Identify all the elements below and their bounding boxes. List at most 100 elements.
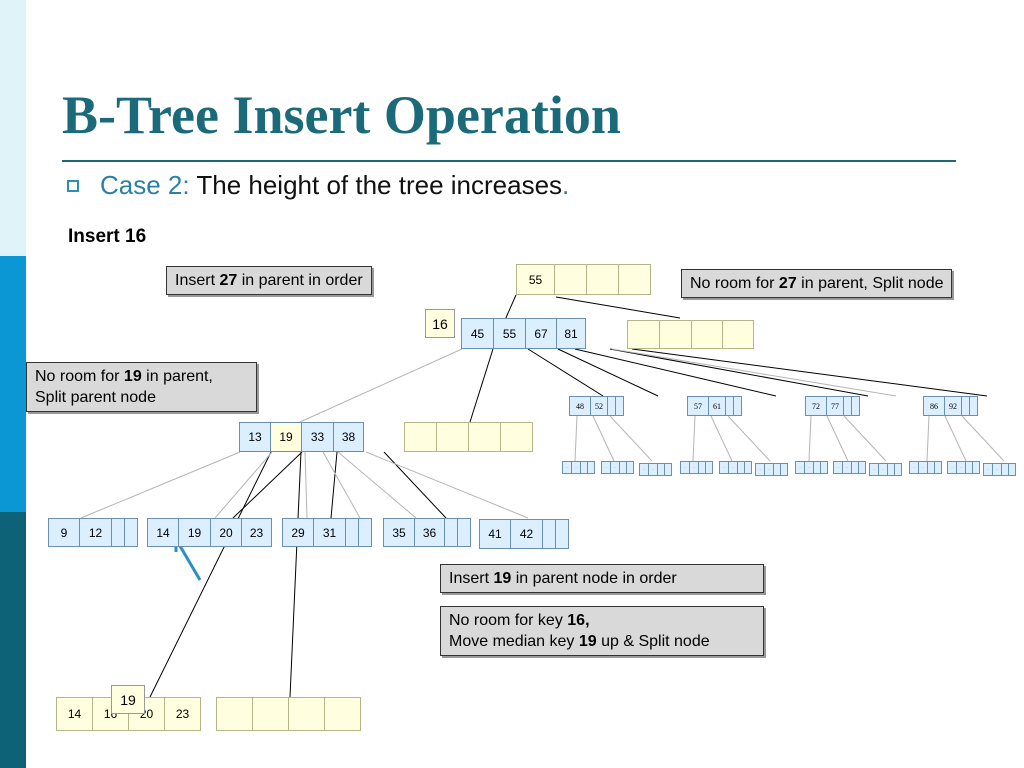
bottom-right-node: [216, 697, 361, 731]
callout-no-room-27: No room for 27 in parent, Split node: [681, 269, 953, 298]
key-cell: [722, 320, 754, 349]
key-cell: 48: [569, 396, 591, 416]
leaf-node: 35 36: [383, 518, 471, 547]
key-cell: [664, 463, 672, 476]
key-cell: [404, 422, 437, 452]
key-cell: 57: [687, 396, 709, 416]
tiny-leaf: ··: [755, 463, 788, 476]
callout-insert-27: Insert 27 in parent in order: [166, 266, 372, 295]
key-cell: [358, 518, 372, 547]
tiny-leaf: ··: [601, 461, 634, 474]
leaf-node: 29 31: [282, 518, 372, 547]
callout-key: 19: [578, 633, 597, 650]
key-cell: [111, 518, 125, 547]
key-cell: 52: [590, 396, 608, 416]
split-internal-node: [627, 320, 754, 349]
key-cell: 61: [708, 396, 726, 416]
key-cell: 92: [944, 396, 962, 416]
callout-text: in parent,: [141, 368, 213, 385]
key-cell: 42: [510, 519, 543, 549]
key-cell: 29: [282, 518, 314, 547]
right-node-4: 86 92: [923, 396, 978, 416]
parent-node: 13 19 33 38: [239, 422, 364, 452]
key-cell: [894, 463, 902, 476]
key-cell: [691, 320, 723, 349]
key-cell: 23: [164, 697, 201, 731]
key-cell: 77: [826, 396, 844, 416]
square-bullet-icon: [67, 180, 79, 192]
subheading: Insert 16: [68, 226, 147, 247]
right-node-1: 48 52: [569, 396, 624, 416]
key-cell: [457, 518, 471, 547]
key-cell: [969, 396, 978, 416]
key-cell: 33: [301, 422, 334, 452]
key-cell: [851, 396, 860, 416]
callout-text: No room for: [35, 368, 124, 385]
key-cell: 19: [178, 518, 211, 547]
key-cell: [820, 461, 828, 474]
tiny-leaf: ··: [983, 463, 1016, 476]
key-cell: [500, 422, 533, 452]
leaf-node: 9 12: [48, 518, 138, 547]
median-key-19: 19: [111, 685, 145, 714]
internal-node: 45 55 67 81: [461, 318, 586, 349]
root-node: 55: [516, 264, 651, 295]
callout-text: No room for key: [449, 612, 568, 629]
tiny-leaf: ··: [833, 461, 866, 474]
key-cell: [615, 396, 624, 416]
tiny-leaf: ··: [947, 461, 980, 474]
key-cell: [705, 461, 713, 474]
slide-title: B-Tree Insert Operation: [62, 85, 621, 145]
callout-no-room-19: No room for 19 in parent, Split parent n…: [26, 362, 257, 412]
callout-text: up & Split node: [596, 633, 710, 650]
key-cell: [972, 461, 980, 474]
key-cell: 81: [556, 318, 586, 349]
callout-insert-19: Insert 19 in parent node in order: [440, 564, 764, 593]
key-cell: 12: [79, 518, 112, 547]
key-cell: [444, 518, 458, 547]
bullet-end: .: [562, 170, 570, 200]
key-cell: [345, 518, 359, 547]
callout-key: 19: [493, 570, 512, 587]
key-cell: [436, 422, 469, 452]
key-cell: 31: [313, 518, 346, 547]
right-node-3: 72 77: [805, 396, 860, 416]
callout-text: in parent in order: [237, 272, 363, 289]
callout-key: 27: [778, 275, 797, 292]
key-cell: 36: [414, 518, 445, 547]
callout-text: in parent, Split node: [796, 275, 944, 292]
key-cell: 14: [147, 518, 179, 547]
key-cell: 55: [493, 318, 526, 349]
key-cell: 13: [239, 422, 271, 452]
callout-key: 16,: [567, 612, 590, 629]
key-cell: [542, 519, 556, 549]
callout-text: in parent node in order: [511, 570, 677, 587]
title-rule: [62, 160, 956, 162]
callout-key: 19: [123, 368, 142, 385]
tiny-leaf: ··: [909, 461, 942, 474]
key-cell: [324, 697, 361, 731]
key-cell: [744, 461, 752, 474]
key-cell: [733, 396, 742, 416]
key-cell: 14: [56, 697, 93, 731]
bullet-text: Case 2: The height of the tree increases…: [100, 170, 569, 201]
leaf-node-full: 14 19 20 23: [147, 518, 272, 547]
key-cell: [555, 519, 569, 549]
bullet-body: The height of the tree increases: [189, 170, 563, 200]
right-node-2: 57 61: [687, 396, 742, 416]
callout-key: 27: [219, 272, 238, 289]
callout-text: Split parent node: [35, 389, 156, 406]
callout-text: Insert: [449, 570, 494, 587]
leaf-node: 41 42: [479, 519, 569, 549]
decor-band-light: [0, 0, 26, 256]
key-cell: 35: [383, 518, 415, 547]
tiny-leaf: ··: [719, 461, 752, 474]
key-cell: [587, 461, 595, 474]
decor-band-dark: [0, 512, 26, 768]
tiny-leaf: ··: [562, 461, 595, 474]
key-cell: 41: [479, 519, 511, 549]
key-cell: [288, 697, 325, 731]
key-cell: [780, 463, 788, 476]
key-cell: [468, 422, 501, 452]
